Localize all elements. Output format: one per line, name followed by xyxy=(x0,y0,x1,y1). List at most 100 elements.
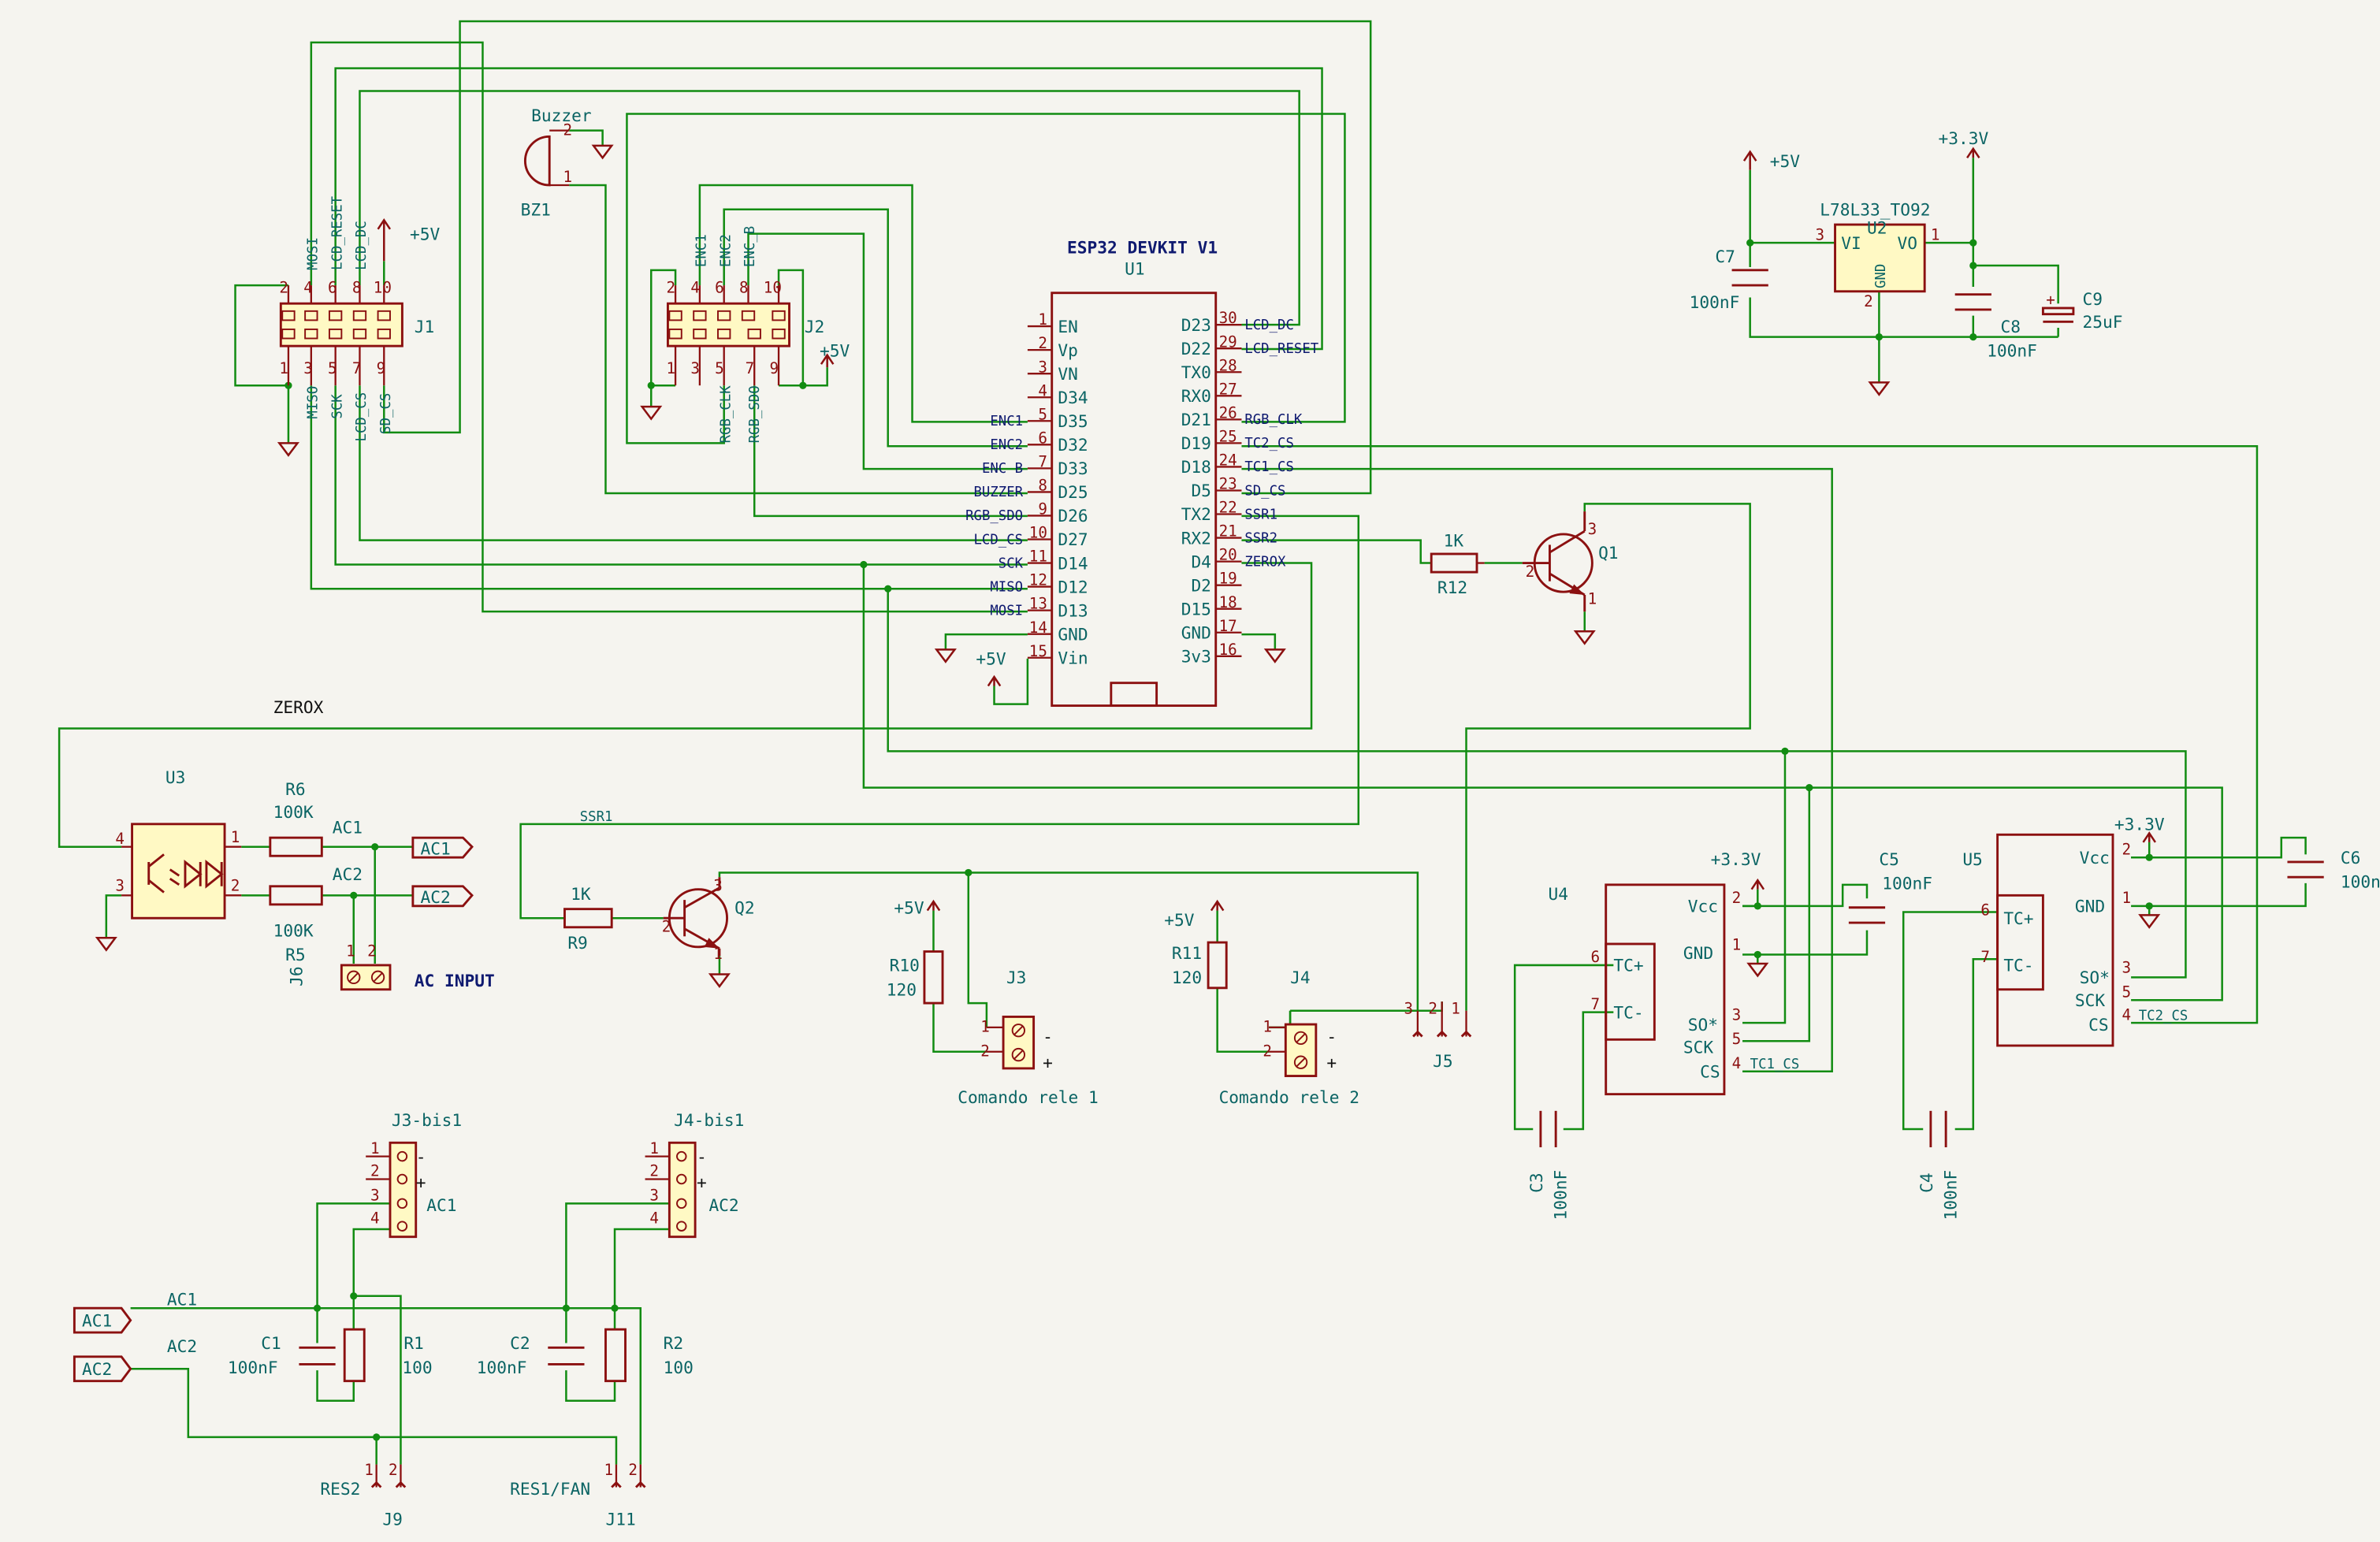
buzzer-bz1: 2 1 Buzzer BZ1 xyxy=(521,106,592,219)
ground-icon xyxy=(934,648,957,663)
svg-text:1: 1 xyxy=(604,1461,614,1479)
junction xyxy=(799,381,807,389)
svg-text:1: 1 xyxy=(1588,590,1597,608)
r5-ref: R5 xyxy=(285,945,306,964)
c8-value: 100nF xyxy=(1987,341,2037,361)
u1-value: ESP32 DEVKIT V1 xyxy=(1067,238,1218,258)
net-label-tc2cs: TC2_CS xyxy=(2139,1008,2188,1024)
pin-number: 10 xyxy=(1029,524,1047,542)
c9-value: 25uF xyxy=(2082,312,2122,332)
buzzer-ref: BZ1 xyxy=(521,199,551,219)
pin-name: D33 xyxy=(1058,459,1088,478)
u4-pin: GND xyxy=(1683,943,1713,963)
svg-text:1: 1 xyxy=(346,942,355,960)
svg-text:8: 8 xyxy=(739,279,749,297)
net-label-ac2: AC2 xyxy=(333,864,363,884)
net-label: ENC1 xyxy=(694,234,710,267)
u4-pin: CS xyxy=(1700,1061,1720,1081)
junction xyxy=(1781,747,1789,755)
u2-ref: U2 xyxy=(1867,218,1887,238)
pin-number: 13 xyxy=(1029,595,1047,613)
power-arrow-icon xyxy=(1210,899,1225,912)
svg-text:5: 5 xyxy=(2122,983,2132,1001)
junction xyxy=(860,560,868,569)
svg-text:9: 9 xyxy=(769,359,779,377)
ground-icon xyxy=(1573,630,1596,645)
svg-text:1: 1 xyxy=(713,945,723,963)
junction xyxy=(1969,262,1977,269)
pin-name: Vp xyxy=(1058,340,1078,360)
pin-number: 12 xyxy=(1029,571,1047,589)
j6-value: AC INPUT xyxy=(415,971,495,990)
r9-value: 1K xyxy=(571,884,591,904)
pin-name: D4 xyxy=(1191,552,1211,571)
j5-ref: J5 xyxy=(1433,1051,1452,1071)
svg-text:9: 9 xyxy=(377,359,386,377)
net-label: LCD_DC xyxy=(354,221,370,270)
net-label-zerox: ZEROX xyxy=(273,697,324,717)
svg-text:2: 2 xyxy=(662,918,671,936)
buzzer-icon xyxy=(524,135,551,187)
u5-pin: CS xyxy=(2088,1015,2109,1035)
svg-text:3: 3 xyxy=(370,1186,380,1204)
pin-name: D13 xyxy=(1058,600,1088,620)
net-label-ac1: AC1 xyxy=(167,1289,197,1309)
pin-name: EN xyxy=(1058,317,1078,336)
q1-ref: Q1 xyxy=(1598,543,1619,563)
j2-body xyxy=(666,302,790,347)
net-label: TC2_CS xyxy=(1244,436,1294,451)
junction xyxy=(371,843,379,851)
resistor-r10: R10 120 xyxy=(887,950,944,1005)
pin-name: D27 xyxy=(1058,529,1088,549)
junction xyxy=(1805,783,1813,792)
junction xyxy=(1969,333,1977,341)
net-label: SCK xyxy=(998,555,1024,571)
svg-text:2: 2 xyxy=(1526,563,1535,581)
r2-value: 100 xyxy=(664,1358,694,1377)
j11-ref: J11 xyxy=(605,1510,635,1529)
r6-value: 100K xyxy=(273,802,314,822)
j3-ref: J3 xyxy=(1006,968,1027,987)
svg-text:2: 2 xyxy=(367,942,377,960)
j2-ref: J2 xyxy=(805,317,825,336)
svg-text:2: 2 xyxy=(1732,889,1742,907)
svg-text:5: 5 xyxy=(1732,1030,1742,1048)
capacitor-c8: C8 100nF xyxy=(1954,293,2037,361)
j3-minus: - xyxy=(1043,1027,1053,1046)
resistor-r6: R6 100K xyxy=(269,779,323,857)
r6-ref: R6 xyxy=(285,779,306,799)
pin-name: D21 xyxy=(1181,410,1211,429)
pin-number: 9 xyxy=(1038,500,1047,518)
ground-icon xyxy=(1868,381,1891,396)
pin-number: 3 xyxy=(1038,358,1047,376)
pin-number: 20 xyxy=(1219,546,1237,564)
pin-number: 18 xyxy=(1219,593,1237,611)
net-label: MISO xyxy=(306,386,322,419)
power-label-5v: +5V xyxy=(820,341,850,361)
u5-pin: TC- xyxy=(2003,956,2033,975)
svg-text:2: 2 xyxy=(1864,292,1873,310)
svg-text:1: 1 xyxy=(1451,1000,1460,1018)
svg-text:2: 2 xyxy=(1263,1042,1272,1060)
r1-value: 100 xyxy=(402,1358,432,1377)
net-label: LCD_CS xyxy=(974,532,1024,548)
svg-text:1: 1 xyxy=(364,1461,374,1479)
net-label: ENC2 xyxy=(990,437,1023,453)
net-label: SSR1 xyxy=(1244,507,1277,522)
svg-text:2: 2 xyxy=(649,1162,659,1180)
